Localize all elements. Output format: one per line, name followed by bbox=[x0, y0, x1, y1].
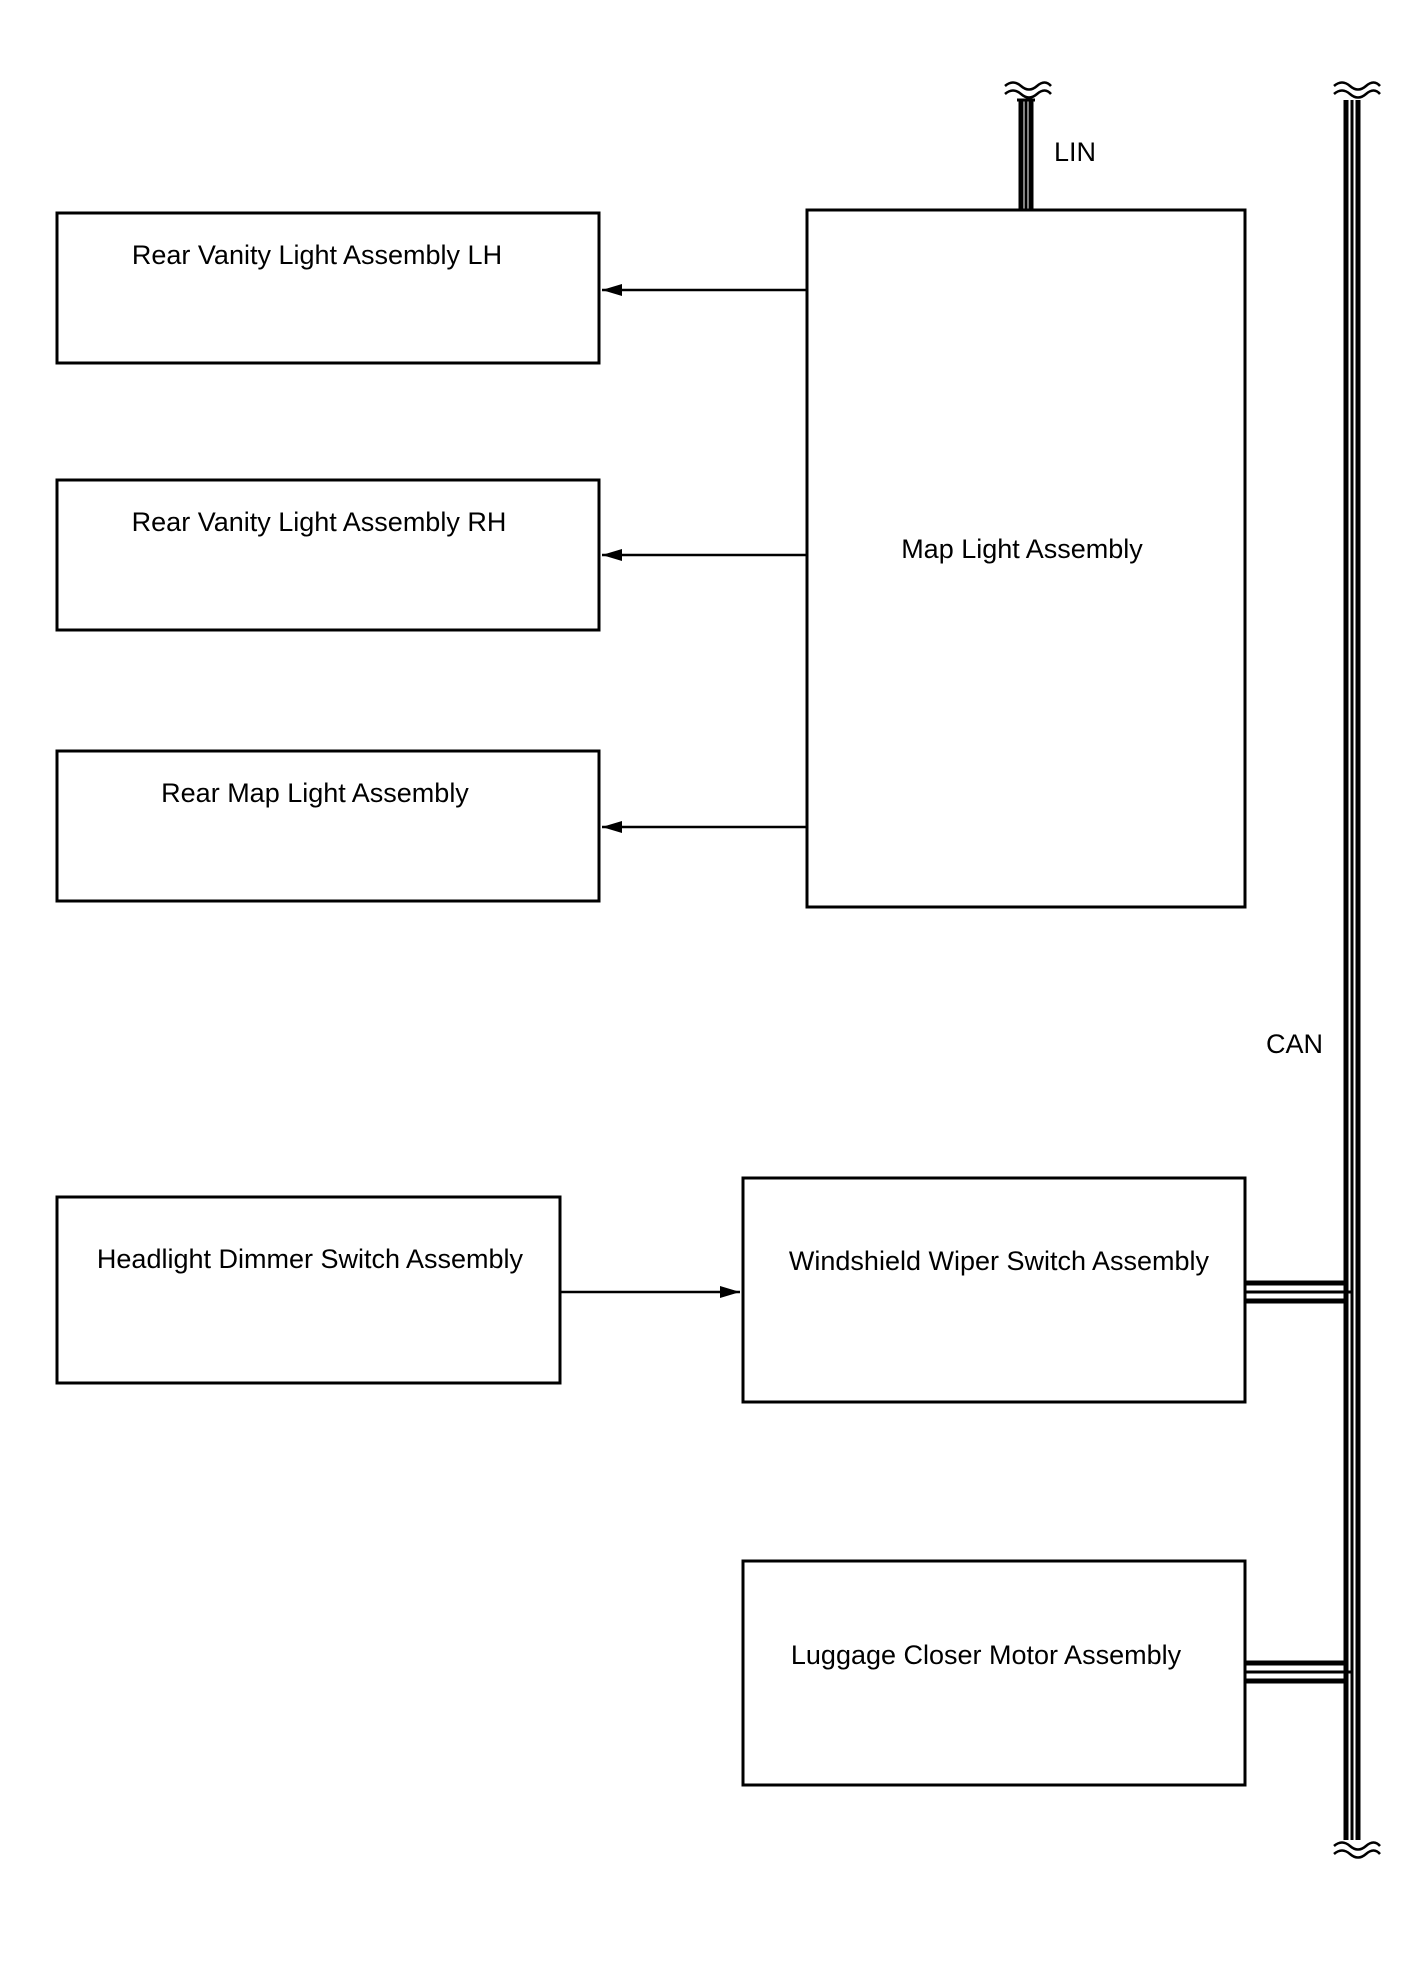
headlight-dimmer-switch-label: Headlight Dimmer Switch Assembly bbox=[97, 1244, 524, 1274]
lin-label: LIN bbox=[1054, 137, 1096, 167]
windshield-wiper-switch-block: Windshield Wiper Switch Assembly bbox=[741, 1176, 1247, 1404]
windshield-wiper-switch-label: Windshield Wiper Switch Assembly bbox=[789, 1246, 1210, 1276]
can-branch-wiper bbox=[1245, 1280, 1352, 1304]
lin-break-mark bbox=[1004, 81, 1052, 91]
rear-map-light-label: Rear Map Light Assembly bbox=[161, 778, 469, 808]
map-light-label: Map Light Assembly bbox=[901, 534, 1143, 564]
can-bus: CAN bbox=[1266, 81, 1381, 1859]
can-bottom-break-mark bbox=[1333, 1841, 1381, 1851]
rear-vanity-light-rh-block: Rear Vanity Light Assembly RH bbox=[55, 478, 601, 632]
can-label: CAN bbox=[1266, 1029, 1323, 1059]
rear-vanity-light-lh-block: Rear Vanity Light Assembly LH bbox=[55, 211, 601, 365]
map-light-block: Map Light Assembly bbox=[805, 208, 1247, 909]
headlight-dimmer-switch-block: Headlight Dimmer Switch Assembly bbox=[55, 1195, 562, 1385]
rear-map-light-block: Rear Map Light Assembly bbox=[55, 749, 601, 903]
luggage-closer-motor-label: Luggage Closer Motor Assembly bbox=[791, 1640, 1182, 1670]
rear-vanity-light-rh-label: Rear Vanity Light Assembly RH bbox=[132, 507, 507, 537]
rear-vanity-light-lh-label: Rear Vanity Light Assembly LH bbox=[132, 240, 502, 270]
lin-bus: LIN bbox=[1004, 81, 1096, 210]
can-top-break-mark bbox=[1333, 81, 1381, 91]
can-branch-luggage bbox=[1245, 1660, 1352, 1684]
luggage-closer-motor-block: Luggage Closer Motor Assembly bbox=[741, 1559, 1247, 1787]
